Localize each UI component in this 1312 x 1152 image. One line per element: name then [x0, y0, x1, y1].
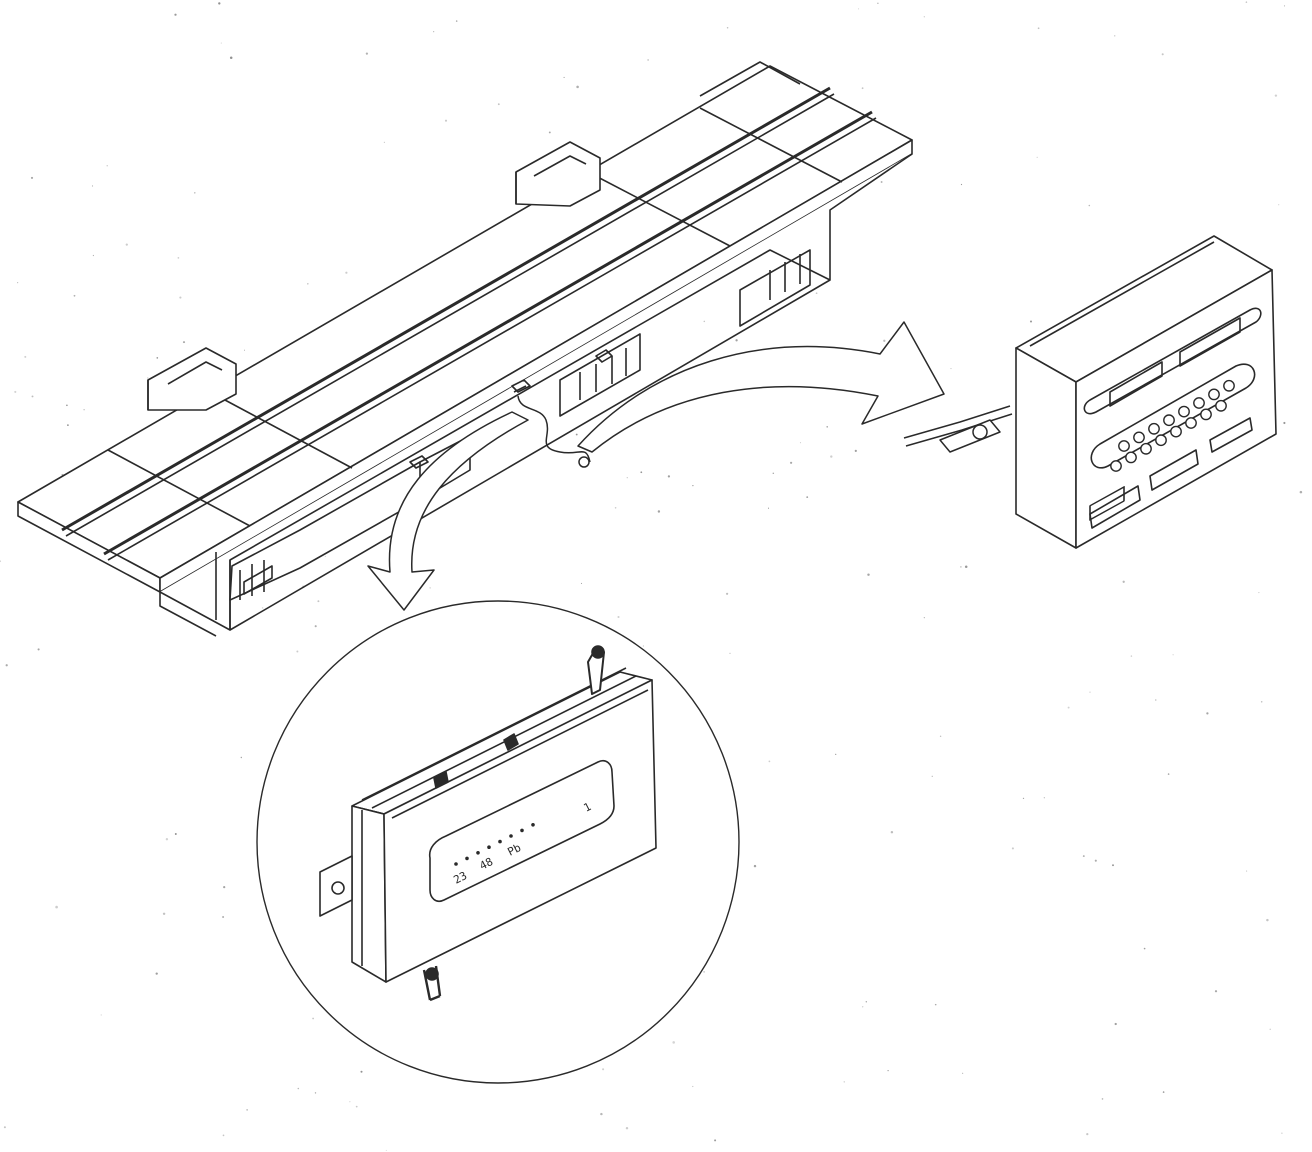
- junction-box-display: [428, 759, 615, 903]
- jb-mark-1: 48: [477, 855, 495, 873]
- indicator-key: [1200, 408, 1212, 421]
- junction-box-side: [351, 805, 387, 983]
- indicator-label-2: [1149, 449, 1199, 491]
- indicator-key: [1170, 425, 1182, 438]
- indicator-key: [1118, 440, 1130, 452]
- junction-box-leds: [454, 823, 535, 866]
- junction-box-front: [383, 679, 657, 983]
- indicator-key: [1223, 379, 1235, 392]
- indicator-display: [1083, 307, 1262, 415]
- indicator-key: [1110, 460, 1122, 472]
- jb-mark-2: Pb: [505, 841, 523, 859]
- indicator-key: [1193, 397, 1205, 409]
- indicator-side: [1015, 347, 1077, 549]
- indicator-key: [1140, 442, 1152, 455]
- junction-box-led: [531, 823, 535, 827]
- cable-2: [903, 405, 1013, 447]
- junction-box-marks: 23 48 Pb 1: [451, 800, 593, 887]
- arrow-to-junction-box: [367, 411, 529, 611]
- cable-1: [517, 395, 591, 463]
- indicator-keypad-panel: [1090, 363, 1256, 469]
- mount-foot-left: [147, 347, 237, 411]
- indicator-bottom-slot: [1209, 417, 1253, 453]
- mount-foot-right: [515, 141, 601, 207]
- junction-box-led: [487, 845, 491, 849]
- weighbridge: [17, 61, 913, 637]
- jb-mark-0: 23: [451, 869, 469, 887]
- deck-top: [17, 65, 913, 579]
- arrow-to-indicator: [577, 321, 945, 453]
- indicator-key: [1133, 431, 1145, 444]
- junction-box-led: [476, 851, 480, 855]
- junction-box-inset: 23 48 Pb 1: [256, 600, 740, 1084]
- junction-box-led: [454, 862, 458, 866]
- junction-box-led: [509, 834, 513, 838]
- indicator-key: [1208, 388, 1220, 401]
- junction-box-led: [520, 828, 524, 833]
- indicator-key: [1148, 422, 1160, 435]
- rail-right-inner: [107, 117, 877, 561]
- indicator-key: [1215, 399, 1227, 412]
- indicator-key: [1185, 417, 1197, 429]
- load-cell-3: [409, 455, 429, 469]
- rail-left-inner: [65, 93, 835, 537]
- rail-left: [61, 86, 831, 532]
- connection-arrows: [367, 321, 1013, 611]
- indicator-key: [1163, 414, 1175, 427]
- jb-mark-3: 1: [581, 800, 593, 815]
- indicator-key: [1125, 451, 1137, 464]
- load-cell-2: [595, 349, 613, 363]
- indicator-key: [1178, 405, 1190, 418]
- rail-right: [103, 110, 873, 556]
- load-cell-1: [511, 379, 531, 393]
- junction-box-led: [465, 856, 469, 861]
- indicator-key: [1155, 434, 1167, 447]
- indicator-label-3: [1089, 485, 1141, 529]
- indicator-keys: [1110, 379, 1235, 472]
- weighing-indicator: [1015, 235, 1277, 549]
- junction-box-led: [498, 839, 502, 844]
